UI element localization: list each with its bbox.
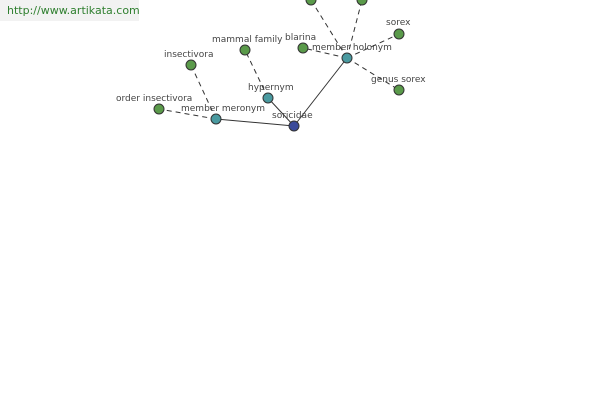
- edge-member-holonym-top-b: [346, 0, 363, 59]
- label-sorex: sorex: [386, 18, 411, 28]
- edges: [158, 0, 400, 127]
- edge-member-holonym-sorex: [346, 33, 400, 59]
- node-top-b[interactable]: [356, 0, 368, 6]
- label-genus-sorex: genus sorex: [371, 75, 426, 85]
- node-soricidae[interactable]: [288, 120, 300, 132]
- label-soricidae: soricidae: [272, 111, 313, 121]
- label-insectivora: insectivora: [164, 50, 213, 60]
- edge-member-holonym-top-a: [310, 0, 348, 59]
- edge-soricidae-hypernym: [267, 97, 295, 127]
- label-member-holonym: member holonym: [312, 43, 392, 53]
- node-insectivora[interactable]: [185, 59, 197, 71]
- node-member-holonym[interactable]: [341, 52, 353, 64]
- labels: sorex blarina member holonym genus sorex…: [116, 18, 426, 121]
- edge-soricidae-member-holonym: [293, 57, 348, 127]
- node-order-insectivora[interactable]: [153, 103, 165, 115]
- edge-member-meronym-order-insectivora: [158, 108, 217, 120]
- label-mammal-family: mammal family: [212, 35, 283, 45]
- watermark-link[interactable]: http://www.artikata.com: [0, 0, 140, 21]
- edge-member-holonym-blarina: [302, 47, 348, 59]
- node-hypernym[interactable]: [262, 92, 274, 104]
- label-hypernym: hypernym: [248, 83, 294, 93]
- nodes: [153, 0, 405, 132]
- edge-member-meronym-insectivora: [190, 64, 217, 120]
- label-order-insectivora: order insectivora: [116, 94, 192, 104]
- node-blarina[interactable]: [297, 42, 309, 54]
- label-member-meronym: member meronym: [181, 104, 265, 114]
- node-genus-sorex[interactable]: [393, 84, 405, 96]
- node-sorex[interactable]: [393, 28, 405, 40]
- edge-soricidae-member-meronym: [215, 118, 295, 127]
- label-blarina: blarina: [285, 33, 316, 43]
- node-top-a[interactable]: [305, 0, 317, 6]
- edge-member-holonym-genus-sorex: [346, 57, 400, 91]
- node-member-meronym[interactable]: [210, 113, 222, 125]
- node-mammal-family[interactable]: [239, 44, 251, 56]
